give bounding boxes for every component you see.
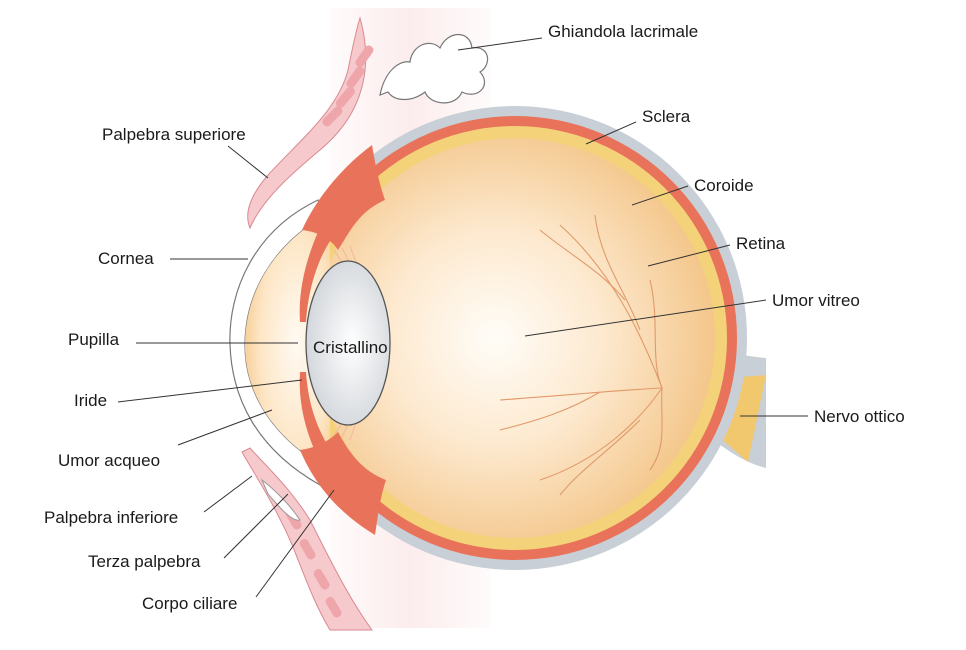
leader-iride xyxy=(117,379,303,403)
label-ghiandola-lacrimale: Ghiandola lacrimale xyxy=(548,22,698,41)
label-palpebra-superiore: Palpebra superiore xyxy=(102,125,246,144)
label-pupilla: Pupilla xyxy=(68,330,120,349)
upper-eyelid xyxy=(247,16,367,230)
leader-ghiandola xyxy=(457,37,543,51)
ciliary-body-upper xyxy=(302,145,385,250)
label-sclera: Sclera xyxy=(642,107,691,126)
label-iride: Iride xyxy=(74,391,107,410)
leader-umor-vitreo xyxy=(524,299,767,337)
label-corpo-ciliare: Corpo ciliare xyxy=(142,594,237,613)
label-umor-vitreo: Umor vitreo xyxy=(772,291,860,310)
leader-corpo-ciliare xyxy=(255,489,335,598)
leader-palpebra-superiore xyxy=(227,145,269,179)
crystalline-lens xyxy=(305,260,391,426)
label-retina: Retina xyxy=(736,234,786,253)
third-eyelid xyxy=(260,478,301,521)
iris-upper xyxy=(299,232,332,322)
leader-palpebra-inferiore xyxy=(203,475,253,513)
lacrimal-gland xyxy=(379,33,489,104)
leader-retina xyxy=(647,244,731,267)
label-cristallino: Cristallino xyxy=(313,338,388,357)
iris-lower xyxy=(299,372,332,458)
label-palpebra-inferiore: Palpebra inferiore xyxy=(44,508,178,527)
label-coroide: Coroide xyxy=(694,176,754,195)
upper-eyelid-meibomian xyxy=(322,45,374,127)
leader-terza-palpebra xyxy=(223,493,289,559)
label-nervo-ottico: Nervo ottico xyxy=(814,407,905,426)
leader-lines xyxy=(117,37,808,598)
retinal-vessels xyxy=(499,214,663,496)
ciliary-body-lower xyxy=(300,432,386,535)
label-terza-palpebra: Terza palpebra xyxy=(88,552,201,571)
label-umor-acqueo: Umor acqueo xyxy=(58,451,160,470)
leader-umor-acqueo xyxy=(177,409,273,446)
label-cornea: Cornea xyxy=(98,249,154,268)
leader-sclera xyxy=(585,121,637,145)
leader-coroide xyxy=(631,185,689,206)
